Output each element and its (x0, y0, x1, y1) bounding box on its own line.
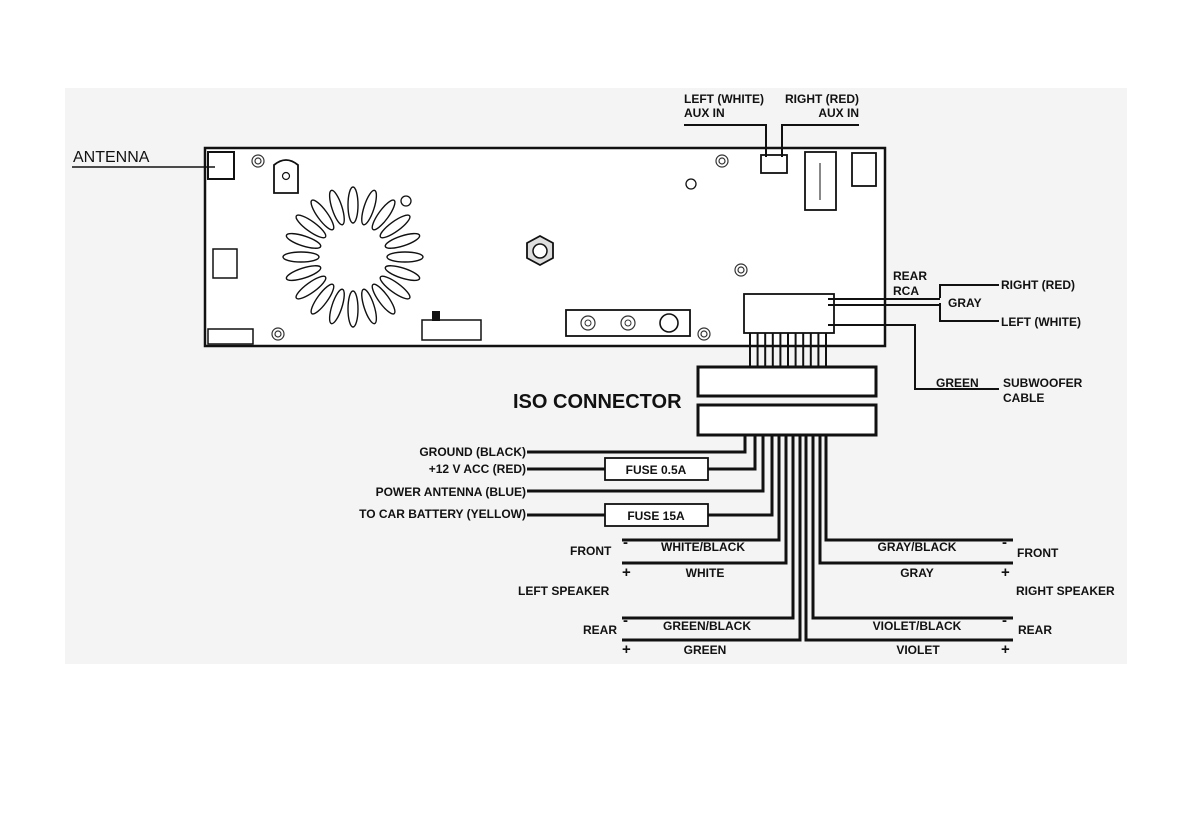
connector-pin-wires (749, 333, 827, 367)
aux-right-label-2: AUX IN (818, 106, 859, 120)
rca-left-label: LEFT (WHITE) (1001, 315, 1081, 329)
front-right-label: FRONT (1017, 546, 1059, 560)
fan-slot (371, 199, 396, 231)
green-black-label: GREEN/BLACK (663, 619, 751, 633)
aux-left-lead (684, 124, 767, 157)
subwoofer-lead (828, 324, 999, 390)
aux-socket (760, 154, 788, 174)
fan-slot (386, 251, 424, 263)
fuse-15a (604, 503, 709, 527)
fan-slot (384, 265, 421, 282)
rear-rca-label-1: REAR (893, 269, 927, 283)
heatsink-fan (282, 186, 424, 328)
violet-black-label: VIOLET/BLACK (873, 619, 962, 633)
fan-slot (295, 214, 327, 239)
minus-sign: - (1002, 534, 1007, 551)
fuse-small-label: FUSE 0.5A (626, 463, 687, 477)
socket-plate (565, 309, 691, 337)
aux-right-label-1: RIGHT (RED) (785, 92, 859, 106)
fan-slot (310, 283, 335, 315)
fan-slot (379, 275, 411, 300)
power-wires (527, 436, 774, 517)
subwoofer-label-1: SUBWOOFER (1003, 376, 1083, 390)
fan-slot (371, 283, 396, 315)
iso-connector-upper (696, 365, 878, 398)
iso-connector-label: ISO CONNECTOR (513, 391, 682, 413)
fan-slot (328, 288, 345, 325)
fan-slot (361, 189, 378, 226)
rear-connector-block (743, 293, 835, 334)
rca-right-label: RIGHT (RED) (1001, 278, 1075, 292)
gray-wire-label: GRAY (900, 566, 934, 580)
battery-label: TO CAR BATTERY (YELLOW) (359, 507, 526, 521)
slide-switch (421, 319, 482, 341)
minus-sign: - (623, 534, 628, 551)
fan-slot (295, 275, 327, 300)
fan-slot (282, 251, 320, 263)
fuse-large-label: FUSE 15A (627, 509, 685, 523)
aux-right-lead (781, 124, 859, 157)
fan-slot (347, 186, 359, 224)
front-left-label: FRONT (570, 544, 612, 558)
rear-right-label: REAR (1018, 623, 1052, 637)
speaker-wires (622, 436, 1013, 642)
plus-sign: + (622, 641, 631, 658)
right-speaker-label: RIGHT SPEAKER (1016, 584, 1115, 598)
plus-sign: + (1001, 641, 1010, 658)
subwoofer-label-2: CABLE (1003, 391, 1044, 405)
center-nut (526, 234, 554, 267)
gray-black-label: GRAY/BLACK (878, 540, 957, 554)
aux-left-label-2: AUX IN (684, 106, 725, 120)
white-black-label: WHITE/BLACK (661, 540, 745, 554)
rear-rca-label-2: RCA (893, 284, 919, 298)
violet-label: VIOLET (896, 643, 940, 657)
antenna-label: ANTENNA (73, 149, 150, 166)
fan-slot (379, 214, 411, 239)
fan-slot (361, 288, 378, 325)
left-speaker-label: LEFT SPEAKER (518, 584, 610, 598)
gray-label: GRAY (948, 296, 982, 310)
fan-slot (347, 290, 359, 328)
rear-left-label: REAR (583, 623, 617, 637)
power-antenna-label: POWER ANTENNA (BLUE) (376, 485, 526, 499)
fan-slot (285, 232, 322, 249)
fan-slot (285, 265, 322, 282)
aux-left-label-1: LEFT (WHITE) (684, 92, 764, 106)
fan-slot (310, 199, 335, 231)
ground-label: GROUND (BLACK) (419, 445, 526, 459)
plus-sign: + (622, 564, 631, 581)
acc-label: +12 V ACC (RED) (429, 462, 526, 476)
fuse-0-5a (604, 457, 709, 481)
mounting-screws (251, 154, 748, 341)
green-wire-label: GREEN (684, 643, 727, 657)
minus-sign: - (1002, 612, 1007, 629)
plus-sign: + (1001, 564, 1010, 581)
head-unit-chassis (203, 146, 887, 348)
fan-slot (328, 189, 345, 226)
white-label: WHITE (686, 566, 725, 580)
minus-sign: - (623, 612, 628, 629)
fan-slot (384, 232, 421, 249)
rear-rca-leads (828, 284, 999, 322)
antenna-socket (207, 151, 235, 180)
green-label: GREEN (936, 376, 979, 390)
iso-connector-lower (696, 403, 878, 437)
